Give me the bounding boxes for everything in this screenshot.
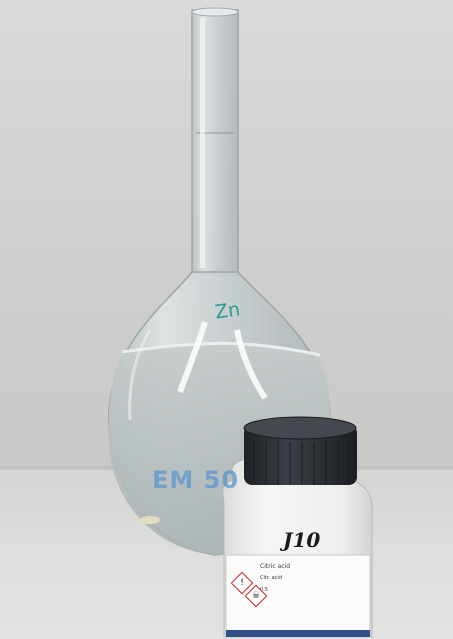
flask-neck: [191, 7, 239, 276]
label-line: Citr. acid: [260, 575, 282, 581]
label-line: 0.5: [260, 587, 268, 593]
flask-brand-text: EM 50: [152, 466, 240, 494]
flask-zn-marking: Zn: [213, 298, 242, 324]
label-line: Citric acid: [260, 563, 290, 570]
bottle-cap: [243, 416, 357, 485]
bottle-label: Citric acid Citr. acid 0.5 ! ☠: [228, 555, 366, 637]
handwritten-bottle-label: J10: [283, 528, 321, 552]
